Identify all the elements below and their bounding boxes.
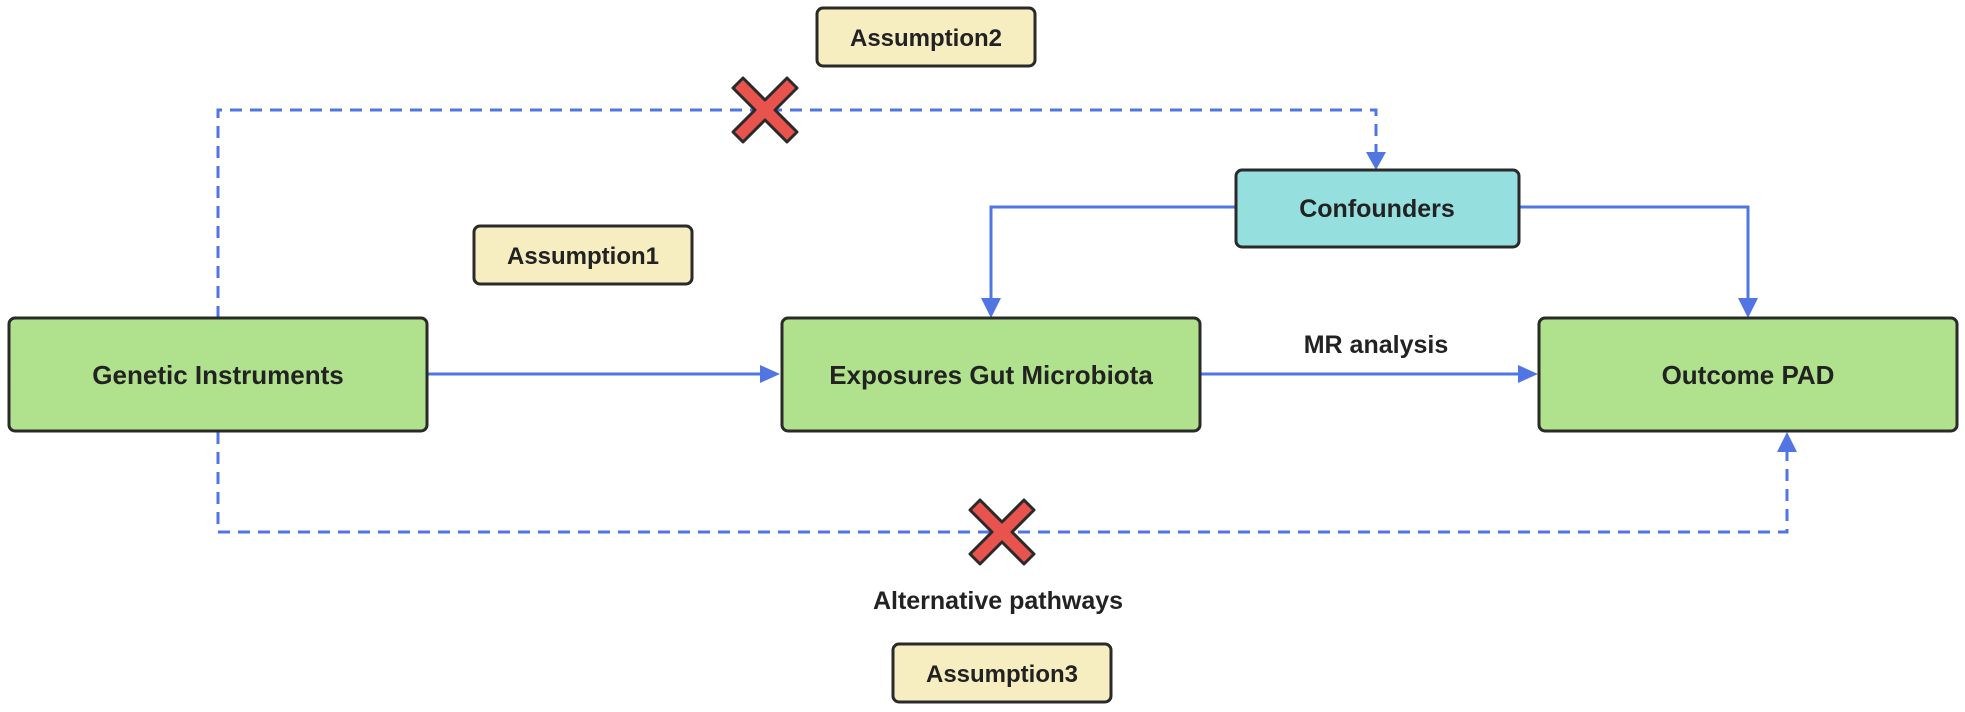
genetic-instruments-node: Genetic Instruments (7, 316, 429, 433)
edge-exposure-to-outcome (1201, 365, 1538, 383)
assumption2-label: Assumption2 (850, 25, 1002, 52)
assumption1-label: Assumption1 (507, 243, 659, 270)
edge-confounders-to-exposure (981, 205, 1236, 318)
confounders-node: Confounders (1234, 168, 1521, 249)
assumption3-label: Assumption3 (926, 661, 1078, 688)
genetic-instruments-label: Genetic Instruments (92, 360, 343, 390)
exposure-label: Exposures Gut Microbiota (829, 360, 1153, 390)
edge-confounders-to-outcome (1519, 205, 1758, 318)
dashed-path-genetic-to-confounders (216, 108, 1386, 318)
assumption1-box: Assumption1 (472, 224, 694, 286)
confounders-label: Confounders (1299, 195, 1455, 223)
arrowhead (1738, 298, 1758, 318)
cross-icon (731, 76, 799, 144)
mr-analysis-label: MR analysis (1304, 331, 1449, 359)
outcome-node: Outcome PAD (1537, 316, 1959, 433)
arrowhead (981, 298, 1001, 318)
arrowhead (1518, 365, 1538, 383)
arrowhead (1366, 152, 1386, 170)
cross-icon (968, 498, 1036, 566)
edge-genetic-to-exposure (428, 365, 780, 383)
outcome-label: Outcome PAD (1662, 360, 1835, 390)
arrowhead (760, 365, 780, 383)
assumption3-box: Assumption3 (891, 642, 1113, 704)
assumption2-box: Assumption2 (815, 6, 1037, 68)
alternative-pathways-label: Alternative pathways (873, 587, 1123, 615)
arrowhead (1777, 432, 1797, 452)
exposure-node: Exposures Gut Microbiota (780, 316, 1202, 433)
